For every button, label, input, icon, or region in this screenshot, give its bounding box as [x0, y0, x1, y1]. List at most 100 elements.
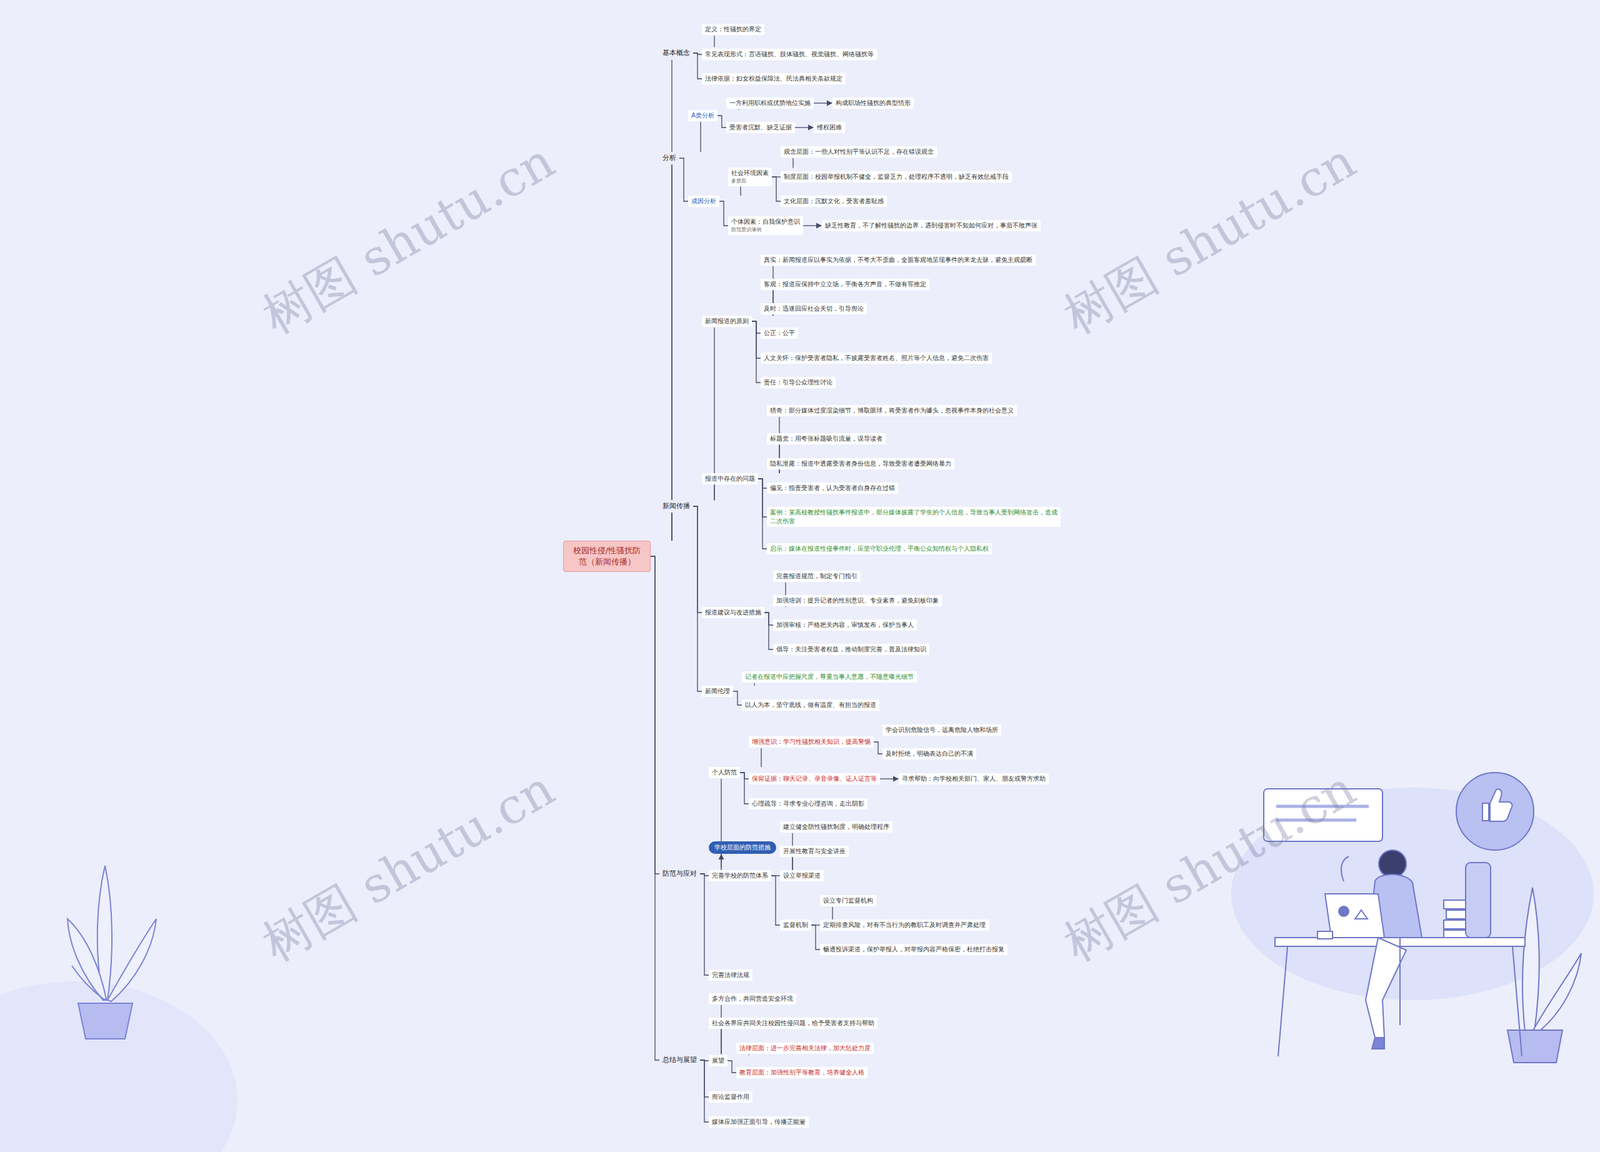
connector	[738, 109, 739, 110]
topic-box: 法律层面：进一步完善相关法律，加大惩处力度	[736, 1042, 874, 1054]
connector	[693, 53, 702, 79]
connector	[713, 35, 715, 47]
topic-text: 新闻传播	[662, 501, 690, 511]
topic-text: 寻求帮助：向学校相关部门、家人、朋友或警方求助	[901, 774, 1046, 784]
topic-text: 定期排查风险，对有不当行为的教职工及时调查并严肃处理	[823, 920, 986, 930]
topic-text: 完善法律法规	[711, 970, 750, 980]
topic-box: 真实：新闻报道应以事实为依据，不夸大不歪曲，全面客观地呈现事件的来龙去脉，避免主…	[760, 254, 1036, 266]
watermark: 树图 shutu.cn	[251, 756, 567, 977]
connector	[720, 1005, 722, 1054]
topic-box: 心理疏导：寻求专业心理咨询，走出阴影	[748, 798, 868, 810]
topic-box: 社会各界应共同关注校园性侵问题，给予受害者支持与帮助	[708, 1017, 878, 1029]
topic-box: 维权困难	[813, 121, 845, 134]
connector	[700, 873, 709, 975]
topic-box: 个体因素：自我保护意识防范意识薄弱	[728, 216, 804, 235]
topic-box: 完善法律法规	[708, 969, 753, 981]
topic-box: 观念层面：一些人对性别平等认识不足，存在错误观念	[780, 146, 937, 158]
topic-text: 启示：媒体在报道性侵事件时，应坚守职业伦理，平衡公众知情权与个人隐私权	[770, 544, 989, 554]
topic-box: 展望	[708, 1055, 728, 1067]
topic-text: 人文关怀：保护受害者隐私，不披露受害者姓名、照片等个人信息，避免二次伤害	[763, 353, 989, 363]
topic-text: 社会环境因素	[731, 168, 769, 178]
topic-box: 新闻传播	[659, 500, 694, 512]
topic-text: 增强意识：学习性骚扰相关知识，提高警惕	[751, 737, 871, 747]
topic-box: 责任：引导公众理性讨论	[760, 376, 836, 389]
topic-text: 一方利用职权或优势地位实施	[729, 98, 811, 108]
topic-box: 新闻伦理	[701, 685, 734, 697]
topic-text: 媒体应加强正面引导，传播正能量	[711, 1117, 806, 1127]
topic-text: 猎奇：部分媒体过度渲染细节，博取眼球，将受害者作为噱头，忽视事件本身的社会意义	[770, 406, 1014, 415]
topic-box: 学会识别危险信号，远离危险人物和场所	[882, 724, 1002, 736]
topic-text: 分析	[662, 153, 677, 163]
topic-box: 定期排查风险，对有不当行为的教职工及时调查并严肃处理	[820, 919, 989, 931]
topic-box: 增强意识：学习性骚扰相关知识，提高警惕	[748, 736, 874, 748]
topic-box: 报道中存在的问题	[701, 473, 759, 485]
connector	[717, 115, 727, 128]
connector	[740, 772, 749, 804]
connector	[693, 506, 702, 692]
plant	[67, 865, 157, 1039]
topic-box: 总结与展望	[659, 1053, 700, 1066]
connector	[792, 158, 794, 168]
topic-text: 畅通投诉渠道，保护举报人，对举报内容严格保密，杜绝打击报复	[823, 945, 1005, 954]
topic-text: 以人为本，坚守底线，做有温度、有担当的报道	[745, 700, 877, 710]
topic-box: 建立健全防性骚扰制度，明确处理程序	[780, 821, 893, 833]
topic-text: 倡导：关注受害者权益，推动制度完善，普及法律知识	[776, 645, 927, 654]
topic-text: 标题党：用夸张标题吸引流量，误导读者	[770, 434, 883, 444]
topic-text: 个人防范	[711, 768, 737, 777]
topic-box: 畅通投诉渠道，保护举报人，对举报内容严格保密，杜绝打击报复	[820, 943, 1008, 955]
topic-text: 保留证据：聊天记录、录音录像、证人证言等	[751, 774, 877, 784]
topic-box: 缺乏性教育，不了解性骚扰的边界，遇到侵害时不知如何应对，事后不敢声张	[821, 220, 1041, 232]
topic-box: 文化层面：沉默文化，受害者羞耻感	[780, 195, 887, 207]
topic-box: 记者在报道中应把握尺度，尊重当事人意愿，不随意曝光细节	[741, 671, 917, 683]
topic-text: 成因分析	[691, 196, 717, 206]
connector	[758, 478, 767, 549]
connector	[791, 857, 793, 870]
connector	[771, 176, 781, 202]
topic-box: 基本概念	[659, 46, 694, 59]
topic-box: 分析	[659, 151, 680, 164]
topic-box: 猎奇：部分媒体过度渲染细节，博取眼球，将受害者作为噱头，忽视事件本身的社会意义	[766, 405, 1017, 417]
topic-text: 观念层面：一些人对性别平等认识不足，存在错误观念	[783, 147, 934, 157]
connector	[813, 102, 832, 104]
topic-text: 制度层面：校园举报机制不健全，监督乏力，处理程序不透明，缺乏有效惩戒手段	[783, 172, 1009, 182]
topic-box: 防范与应对	[659, 867, 700, 880]
connector	[880, 778, 899, 779]
topic-text: 法律依据：妇女权益保障法、民法典相关条款规定	[705, 74, 843, 84]
topic-box: 客观：报道应保持中立立场，平衡各方声音，不做有罪推定	[760, 278, 930, 290]
connector	[671, 60, 672, 541]
topic-text: 维权困难	[816, 123, 842, 132]
connector	[719, 201, 729, 226]
watermark: 树图 shutu.cn	[1052, 129, 1368, 350]
topic-text: 责任：引导公众理性讨论	[763, 378, 833, 387]
connector	[740, 186, 741, 196]
topic-text: 常见表现形式：言语骚扰、肢体骚扰、视觉骚扰、网络骚扰等	[705, 50, 874, 59]
topic-text: 开展性教育与安全讲座	[783, 846, 846, 856]
topic-box: 教育层面：加强性别平等教育，培养健全人格	[736, 1066, 868, 1079]
topic-text: 基本概念	[662, 48, 690, 58]
topic-text: 缺乏性教育，不了解性骚扰的边界，遇到侵害时不知如何应对，事后不敢声张	[825, 221, 1038, 230]
topic-box: 受害者沉默、缺乏证据	[726, 121, 795, 134]
connector	[811, 925, 820, 950]
topic-box: 定义：性骚扰的界定	[701, 23, 765, 35]
topic-text: 展望	[711, 1056, 725, 1065]
topic-box: 制度层面：校园举报机制不健全，监督乏力，处理程序不透明，缺乏有效惩戒手段	[780, 171, 1012, 183]
topic-text: 案例：某高校教授性骚扰事件报道中，部分媒体披露了学生的个人信息，导致当事人受到网…	[770, 508, 1058, 526]
watermark: 树图 shutu.cn	[251, 129, 567, 350]
connector	[753, 683, 755, 686]
connector	[772, 315, 774, 316]
connector	[751, 321, 761, 383]
topic-text: 监督机制	[783, 920, 809, 930]
topic-box: 学校层面的防范措施	[708, 841, 777, 854]
topic-text: 设立举报渠道	[783, 871, 821, 880]
topic-box: 个人防范	[708, 766, 740, 779]
topic-box: 标题党：用夸张标题吸引流量，误导读者	[766, 433, 886, 445]
topic-box: 多方合作，共同营造安全环境	[708, 993, 797, 1005]
topic-box: 报道建议与改进措施	[701, 606, 765, 619]
topic-text: A类分析	[691, 111, 715, 120]
topic-text: 报道建议与改进措施	[705, 608, 762, 617]
topic-text: 建立健全防性骚扰制度，明确处理程序	[783, 822, 890, 832]
central-topic: 校园性侵/性骚扰防范（新闻传播）	[563, 540, 651, 572]
connector	[831, 906, 833, 920]
topic-text: 加强审核：严格把关内容，审慎发布，保护当事人	[776, 620, 914, 630]
connector	[671, 165, 672, 541]
